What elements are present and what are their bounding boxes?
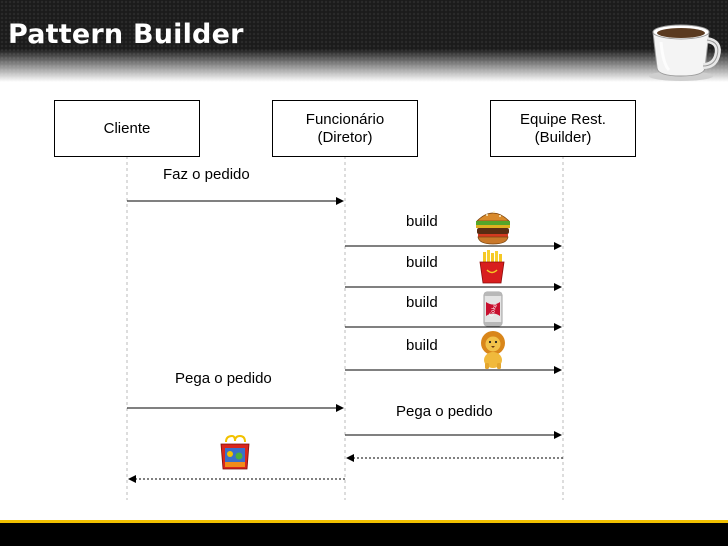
- header-gradient: [0, 0, 728, 82]
- slide-title: Pattern Builder: [8, 19, 244, 50]
- message-label: Pega o pedido: [175, 370, 272, 387]
- message-label: Faz o pedido: [163, 166, 250, 183]
- slide-header: Pattern Builder: [0, 0, 728, 82]
- soda-can-icon: Coke: [483, 291, 503, 327]
- happy-meal-box-icon: [220, 434, 250, 470]
- slide-footer: [0, 523, 728, 546]
- footer-accent-line: [0, 520, 728, 523]
- participant-equipe: Equipe Rest. (Builder): [490, 100, 636, 157]
- participant-cliente: Cliente: [54, 100, 200, 157]
- svg-text:Coke: Coke: [489, 302, 499, 317]
- burger-icon: [476, 211, 510, 245]
- message-label: build: [406, 213, 438, 230]
- lion-toy-icon: [481, 331, 505, 369]
- coffee-cup-icon: [649, 24, 721, 81]
- message-label: Pega o pedido: [396, 403, 493, 420]
- message-label: build: [406, 337, 438, 354]
- message-label: build: [406, 294, 438, 311]
- message-label: build: [406, 254, 438, 271]
- participant-funcionario: Funcionário (Diretor): [272, 100, 418, 157]
- fries-icon: [479, 250, 505, 284]
